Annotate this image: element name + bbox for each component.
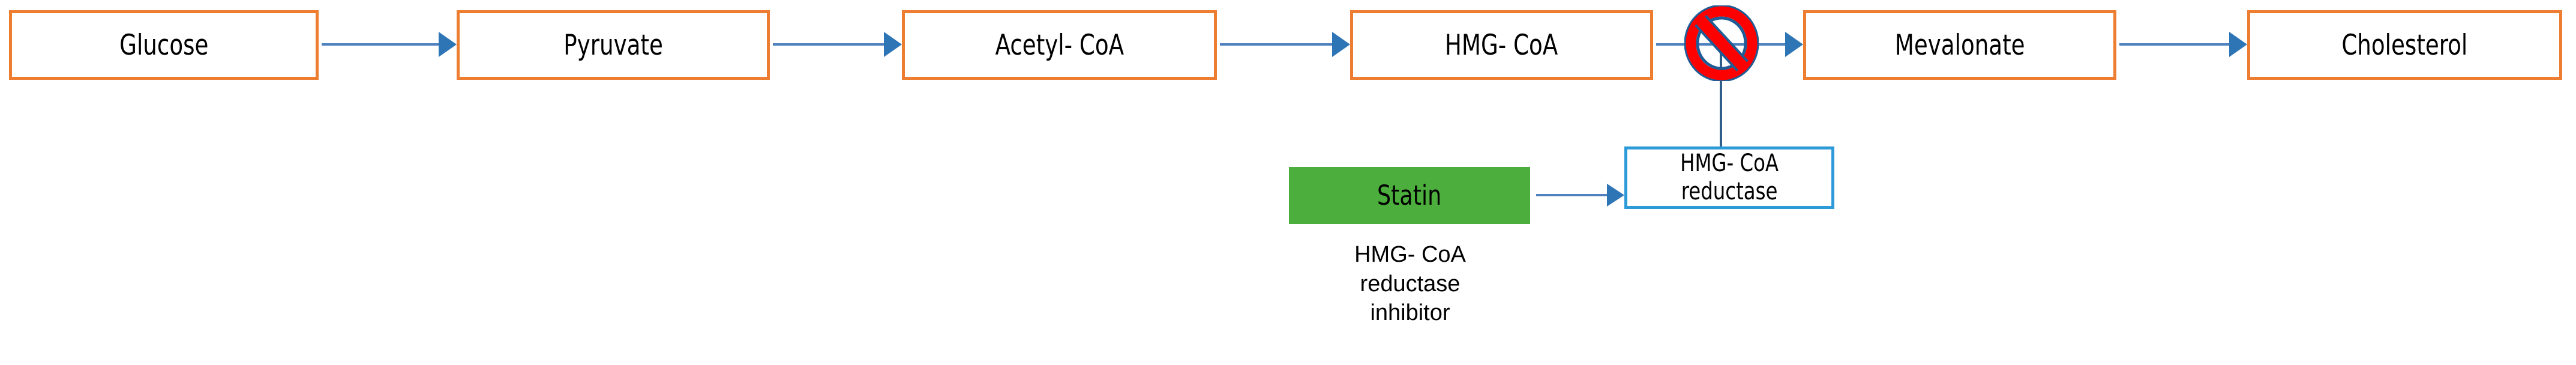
node-mevalonate-label: Mevalonate <box>1894 28 2025 62</box>
node-acetyl-coa[interactable]: Acetyl- CoA <box>902 10 1217 80</box>
node-hmg-coa[interactable]: HMG- CoA <box>1350 10 1653 80</box>
arrow-pyruvate-to-acetyl-coa <box>773 32 902 57</box>
statin-caption: HMG- CoA reductase inhibitor <box>1354 242 1466 326</box>
drug-statin[interactable]: Statin <box>1289 167 1530 224</box>
arrow-mevalonate-to-cholesterol <box>2119 32 2247 57</box>
arrow-statin-to-reductase <box>1536 184 1624 207</box>
node-acetyl-coa-label: Acetyl- CoA <box>995 28 1124 62</box>
node-hmg-coa-label: HMG- CoA <box>1445 28 1558 62</box>
node-glucose-label: Glucose <box>119 28 209 62</box>
node-cholesterol-label: Cholesterol <box>2341 28 2468 62</box>
node-pyruvate[interactable]: Pyruvate <box>457 10 770 80</box>
node-mevalonate[interactable]: Mevalonate <box>1803 10 2116 80</box>
node-pyruvate-label: Pyruvate <box>563 28 663 62</box>
arrow-acetyl-coa-to-hmg-coa <box>1220 32 1350 57</box>
node-cholesterol[interactable]: Cholesterol <box>2247 10 2562 80</box>
node-glucose[interactable]: Glucose <box>9 10 319 80</box>
drug-statin-label: Statin <box>1377 179 1442 211</box>
arrow-glucose-to-pyruvate <box>322 32 457 57</box>
no-entry-icon <box>1684 5 1759 81</box>
